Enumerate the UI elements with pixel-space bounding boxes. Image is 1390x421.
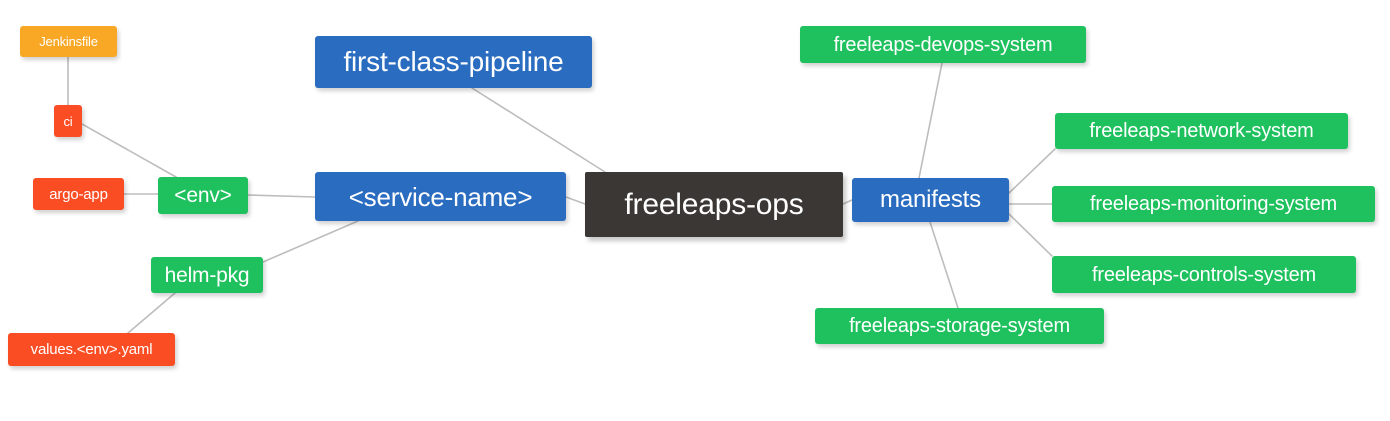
node-argo-app[interactable]: argo-app	[33, 178, 124, 210]
node-helm-pkg[interactable]: helm-pkg	[151, 257, 263, 293]
node-storage-sys[interactable]: freeleaps-storage-system	[815, 308, 1104, 344]
edge-freeleaps-ops-to-manifests	[842, 199, 853, 205]
edge-freeleaps-ops-to-pipeline	[471, 87, 606, 173]
node-service-name[interactable]: <service-name>	[315, 172, 566, 221]
node-freeleaps-ops[interactable]: freeleaps-ops	[585, 172, 843, 237]
node-values-yaml[interactable]: values.<env>.yaml	[8, 333, 175, 366]
node-controls-sys[interactable]: freeleaps-controls-system	[1052, 256, 1356, 293]
node-monitoring-sys[interactable]: freeleaps-monitoring-system	[1052, 186, 1375, 222]
node-pipeline[interactable]: first-class-pipeline	[315, 36, 592, 88]
edge-manifests-to-devops-sys	[918, 62, 943, 179]
edge-manifests-to-controls-sys	[1008, 213, 1053, 257]
edge-helm-pkg-to-values-yaml	[127, 292, 176, 334]
node-network-sys[interactable]: freeleaps-network-system	[1055, 113, 1348, 149]
edge-manifests-to-network-sys	[1008, 148, 1056, 194]
node-env[interactable]: <env>	[158, 177, 248, 214]
edge-manifests-to-storage-sys	[929, 221, 959, 309]
edge-service-name-to-env	[247, 194, 316, 198]
node-jenkinsfile[interactable]: Jenkinsfile	[20, 26, 117, 57]
node-manifests[interactable]: manifests	[852, 178, 1009, 222]
edge-freeleaps-ops-to-service-name	[565, 196, 586, 205]
node-devops-sys[interactable]: freeleaps-devops-system	[800, 26, 1086, 63]
edge-env-to-ci	[81, 123, 177, 178]
node-ci[interactable]: ci	[54, 105, 82, 137]
edge-service-name-to-helm-pkg	[262, 220, 359, 263]
